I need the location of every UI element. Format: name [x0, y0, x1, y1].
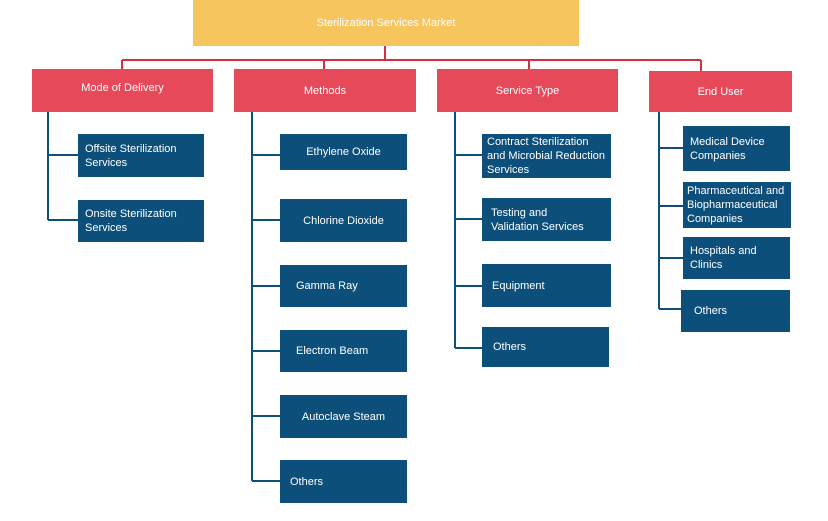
category-service-type: Service Type — [437, 69, 618, 112]
item-label: Hospitals and Clinics — [690, 245, 757, 271]
item-enduser-others: Others — [681, 290, 790, 332]
item-chlorine-dioxide: Chlorine Dioxide — [280, 199, 407, 242]
item-offsite-sterilization: Offsite Sterilization Services — [78, 134, 204, 177]
item-label: Offsite Sterilization Services — [85, 142, 177, 169]
item-service-others: Others — [482, 327, 609, 367]
item-ethylene-oxide: Ethylene Oxide — [280, 134, 407, 170]
item-label: Pharmaceutical and Biopharmaceutical Com… — [687, 185, 785, 225]
item-autoclave-steam: Autoclave Steam — [280, 395, 407, 438]
item-label: Onsite Sterilization Services — [85, 208, 177, 234]
category-label: Service Type — [495, 84, 560, 97]
root-label: Sterilization Services Market — [316, 17, 456, 29]
item-label: Others — [493, 341, 527, 353]
category-methods: Methods — [234, 69, 416, 112]
item-pharma-biopharma: Pharmaceutical and Biopharmaceutical Com… — [683, 182, 791, 228]
category-mode-of-delivery: Mode of Delivery — [32, 69, 213, 112]
item-gamma-ray: Gamma Ray — [280, 265, 407, 307]
enduser-connectors — [658, 112, 683, 310]
category-label: Mode of Delivery — [81, 81, 164, 94]
item-label: Ethylene Oxide — [306, 146, 381, 158]
category-label: Methods — [303, 84, 347, 97]
root-node: Sterilization Services Market — [193, 0, 579, 46]
category-end-user: End User — [649, 71, 792, 112]
item-label: Medical Device Companies — [690, 135, 765, 162]
item-label: Electron Beam — [296, 345, 369, 357]
item-testing-validation: Testing and Validation Services — [482, 198, 611, 241]
item-label: Autoclave Steam — [301, 410, 386, 423]
item-label: Contract Sterilization and Microbial Red… — [487, 136, 606, 176]
category-label: End User — [697, 85, 744, 98]
methods-connectors — [251, 112, 280, 482]
item-label: Gamma Ray — [296, 280, 358, 292]
service-connectors — [454, 112, 482, 349]
root-connectors — [121, 46, 702, 71]
mode-connectors — [47, 112, 78, 221]
item-label: Testing and Validation Services — [491, 206, 584, 233]
item-onsite-sterilization: Onsite Sterilization Services — [78, 200, 204, 242]
item-label: Chlorine Dioxide — [303, 214, 384, 227]
item-equipment: Equipment — [482, 264, 611, 307]
item-methods-others: Others — [280, 460, 407, 503]
item-hospitals-clinics: Hospitals and Clinics — [683, 237, 790, 279]
item-label: Equipment — [492, 279, 545, 292]
item-contract-sterilization: Contract Sterilization and Microbial Red… — [482, 134, 611, 178]
item-label: Others — [290, 475, 324, 488]
item-label: Others — [694, 305, 728, 317]
item-electron-beam: Electron Beam — [280, 330, 407, 372]
item-medical-device-companies: Medical Device Companies — [683, 126, 790, 171]
